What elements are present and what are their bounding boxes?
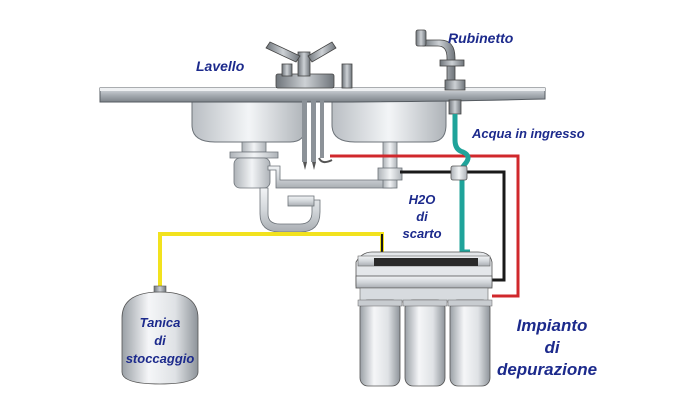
yellow-pipe — [158, 232, 384, 290]
tank-label-line3: stoccaggio — [125, 351, 195, 366]
drain-label-line3: scarto — [402, 226, 442, 241]
teal-pipe — [452, 114, 471, 255]
filter-unit-icon — [355, 251, 493, 387]
system-label-line2: di — [544, 338, 560, 357]
tank-label-line2: di — [154, 333, 166, 348]
system-label-line1: Impianto — [516, 316, 588, 335]
tank-label-line1: Tanica — [139, 315, 181, 330]
sink-label: Lavello — [196, 58, 245, 74]
sink-icon — [99, 41, 546, 170]
saddle-valve — [450, 165, 468, 181]
drain-trap-icon — [229, 141, 403, 233]
faucet-label: Rubinetto — [448, 30, 514, 46]
faucet-icon — [415, 29, 466, 115]
system-label-line3: depurazione — [496, 360, 598, 379]
red-pipe — [330, 154, 520, 298]
drain-label-line2: di — [416, 209, 428, 224]
water-in-label: Acqua in ingresso — [472, 126, 585, 141]
drain-label-line1: H2O — [408, 192, 436, 207]
storage-tank-icon — [121, 285, 199, 385]
